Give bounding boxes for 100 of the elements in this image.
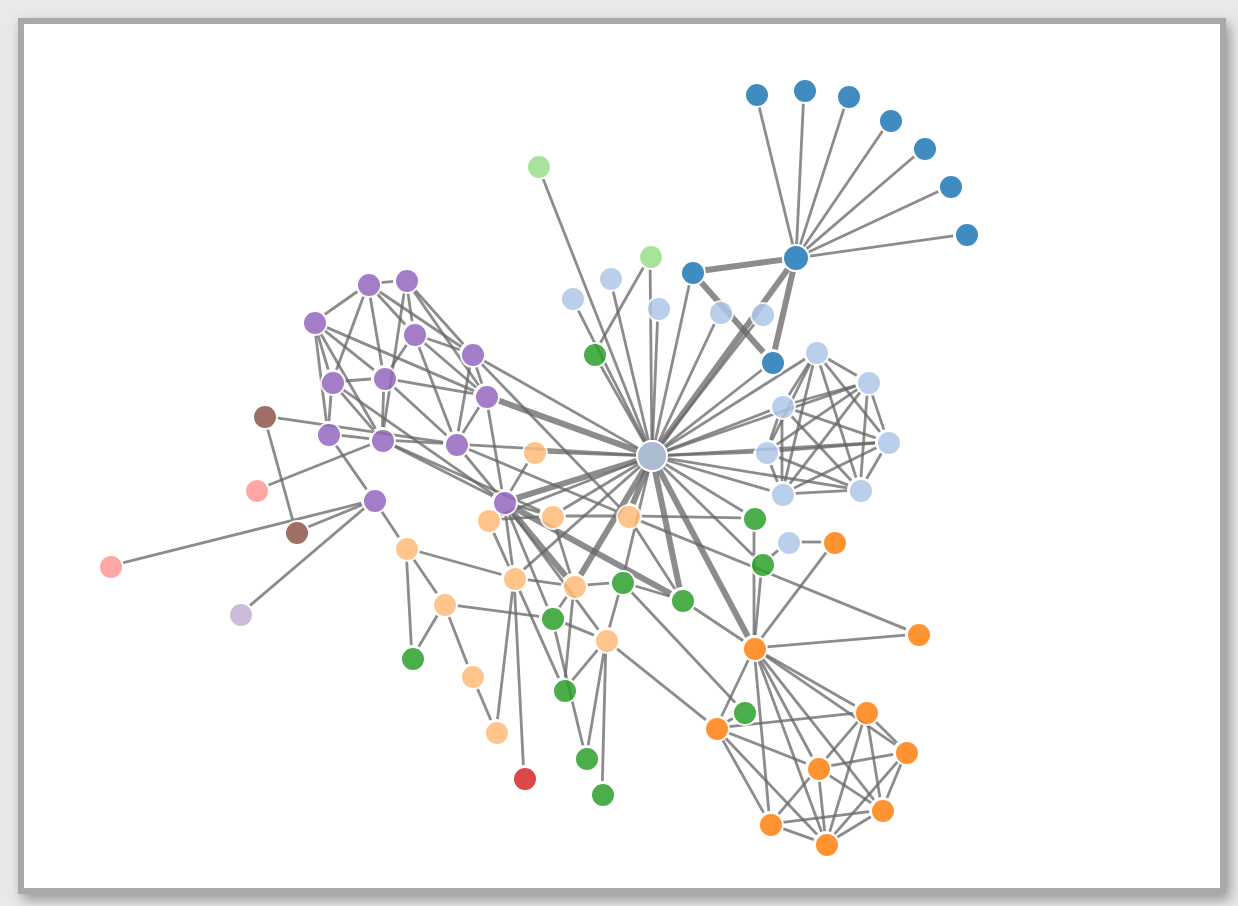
- network-link: [639, 519, 907, 631]
- graph-node: [393, 535, 419, 561]
- network-link: [787, 362, 811, 396]
- graph-node: [953, 221, 979, 247]
- graph-node: [731, 699, 757, 725]
- network-link: [515, 457, 638, 501]
- graph-node: [597, 265, 623, 291]
- network-link: [634, 584, 670, 598]
- graph-node: [393, 267, 419, 293]
- graph-node: [355, 271, 381, 297]
- network-link: [817, 780, 827, 832]
- graph-node: [875, 429, 901, 455]
- network-link: [828, 724, 864, 832]
- network-link: [652, 471, 683, 588]
- graph-node: [769, 481, 795, 507]
- network-link: [720, 659, 750, 717]
- network-link: [615, 647, 707, 721]
- network-link: [513, 590, 525, 766]
- network-link: [651, 320, 659, 441]
- network-link: [578, 468, 647, 577]
- network-link: [795, 102, 805, 245]
- graph-node: [877, 107, 903, 133]
- network-link: [704, 256, 783, 274]
- network-link: [808, 190, 939, 254]
- network-link: [866, 724, 882, 798]
- network-link: [335, 295, 365, 371]
- network-link: [823, 361, 881, 433]
- network-link: [782, 810, 870, 824]
- network-link: [394, 439, 444, 445]
- network-link: [267, 443, 371, 487]
- network-link: [319, 332, 377, 430]
- network-link: [571, 649, 599, 681]
- network-link: [461, 406, 481, 434]
- graph-node: [775, 529, 801, 555]
- network-link: [772, 270, 796, 350]
- network-link: [380, 279, 394, 285]
- network-link: [422, 341, 478, 389]
- network-link: [518, 589, 560, 679]
- network-link: [468, 443, 637, 457]
- network-link: [327, 394, 333, 422]
- network-link: [885, 763, 903, 799]
- network-link: [513, 505, 673, 597]
- network-link: [323, 290, 359, 316]
- network-link: [667, 441, 876, 457]
- network-link: [818, 363, 858, 479]
- network-link: [456, 366, 472, 432]
- network-link: [758, 658, 814, 758]
- network-link: [794, 489, 848, 495]
- network-link: [660, 323, 756, 445]
- graph-node: [431, 591, 457, 617]
- network-link: [753, 660, 771, 812]
- network-link: [334, 443, 368, 491]
- network-link: [662, 466, 754, 556]
- graph-node: [821, 529, 847, 555]
- network-link: [344, 377, 372, 383]
- graph-node: [741, 505, 767, 531]
- network-link: [486, 408, 504, 490]
- graph-node: [301, 309, 327, 335]
- network-link: [382, 292, 406, 428]
- network-link: [375, 292, 407, 326]
- network-link: [497, 397, 638, 454]
- graph-node: [813, 831, 839, 857]
- network-link: [801, 540, 821, 544]
- network-link: [630, 469, 649, 506]
- network-link: [412, 289, 480, 387]
- network-link: [793, 408, 877, 440]
- network-link: [798, 107, 846, 246]
- network-link: [828, 773, 872, 805]
- network-link: [781, 827, 815, 841]
- network-link: [692, 606, 744, 642]
- graph-node: [869, 797, 895, 823]
- network-link: [463, 453, 497, 493]
- network-link: [664, 357, 806, 449]
- graph-node: [757, 811, 783, 837]
- graph-node: [589, 781, 615, 807]
- network-link: [368, 296, 384, 366]
- network-link: [833, 760, 899, 836]
- network-link: [874, 720, 898, 744]
- graph-node: [573, 745, 599, 771]
- graph-node: [759, 349, 785, 375]
- network-link: [656, 468, 751, 638]
- network-link: [599, 266, 645, 344]
- graph-node: [835, 83, 861, 109]
- graph-node: [369, 427, 395, 453]
- network-link: [666, 409, 771, 452]
- graph-node: [645, 295, 671, 321]
- network-link: [752, 531, 756, 635]
- network-link: [825, 720, 859, 760]
- graph-node: [581, 341, 607, 367]
- network-link: [793, 446, 877, 490]
- network-link: [663, 368, 763, 448]
- network-link: [249, 507, 365, 607]
- network-link: [659, 267, 791, 445]
- network-link: [654, 284, 691, 441]
- network-link: [586, 652, 606, 746]
- graph-node: [443, 431, 469, 457]
- network-link: [509, 462, 529, 492]
- network-link: [667, 451, 754, 457]
- network-link: [266, 428, 294, 520]
- graph-node: [855, 369, 881, 395]
